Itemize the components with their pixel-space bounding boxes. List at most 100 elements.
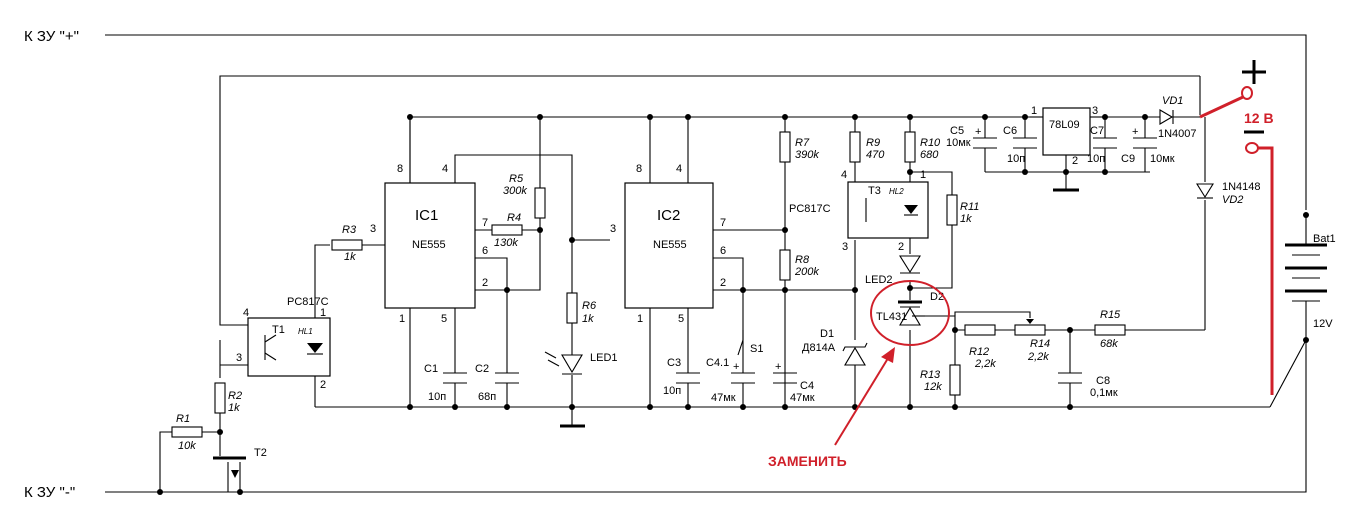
c7-value: 10п <box>1087 153 1105 165</box>
hl2-label: HL2 <box>889 187 904 196</box>
r7-label: R7 <box>795 137 810 149</box>
c1-value: 10п <box>428 391 446 403</box>
diode-vd2: 1N4148 VD2 <box>1196 181 1261 206</box>
c3-value: 10п <box>663 385 681 397</box>
pin-label: 4 <box>676 163 682 175</box>
outer-rails <box>105 34 1307 493</box>
battery-value: 12V <box>1313 318 1333 330</box>
pin-label: 2 <box>720 277 726 289</box>
r10-value: 680 <box>920 149 939 161</box>
r6-value: 1k <box>582 313 594 325</box>
transistor-t2: T2 <box>213 447 267 478</box>
r4-label: R4 <box>507 212 521 224</box>
r2-value: 1k <box>228 402 240 414</box>
pin-label: 4 <box>442 163 448 175</box>
c8-value: 0,1мк <box>1090 387 1118 399</box>
r2-label: R2 <box>228 390 242 402</box>
pin-label: 6 <box>482 245 488 257</box>
voltage-note: 12 В <box>1244 110 1274 126</box>
c41-label: C4.1 <box>706 357 729 369</box>
optocoupler-1: PC817C T1 HL1 4 1 3 2 <box>236 296 331 391</box>
pin-label: 3 <box>236 352 242 364</box>
pin-label: 7 <box>720 217 726 229</box>
r7-value: 390k <box>795 149 819 161</box>
c5-label: C5 <box>950 125 964 137</box>
battery-label: Bat1 <box>1313 233 1336 245</box>
ic2: IC2 NE555 8 4 3 7 6 2 1 5 <box>610 163 726 325</box>
pin-label: 2 <box>898 241 904 253</box>
r12-symbol <box>964 324 996 336</box>
c41-value: 47мк <box>711 392 736 404</box>
optocoupler-2: PC817C T3 HL2 4 1 3 2 <box>789 169 929 253</box>
junctions <box>157 114 1309 495</box>
pin-label: 1 <box>920 169 926 181</box>
r12-value: 2,2k <box>974 358 996 370</box>
diode-vd1: VD1 1N4007 <box>1158 95 1200 140</box>
s1-label: S1 <box>750 343 763 355</box>
vd1-label: VD1 <box>1162 95 1183 107</box>
pin-label: 2 <box>1072 155 1078 167</box>
pin-label: 7 <box>482 217 488 229</box>
pin-label: 3 <box>842 241 848 253</box>
pin-label: 2 <box>320 379 326 391</box>
r12-label: R12 <box>969 346 989 358</box>
r8-value: 200k <box>794 266 819 278</box>
c6-value: 10п <box>1007 153 1025 165</box>
switch-s1: S1 <box>737 330 763 356</box>
zener-d1: D1 Д814А <box>802 328 868 366</box>
r3-symbol <box>331 239 363 251</box>
plus-sign: + <box>1132 126 1138 138</box>
pin-label: 5 <box>441 313 447 325</box>
t3-label: T3 <box>868 185 881 197</box>
r5-symbol <box>534 187 546 219</box>
t1-label: T1 <box>272 324 285 336</box>
ic2-type: NE555 <box>653 239 687 251</box>
r3-value: 1k <box>344 251 356 263</box>
t2-label: T2 <box>254 447 267 459</box>
c2-value: 68п <box>478 391 496 403</box>
r15-symbol <box>1094 324 1126 336</box>
plus-sign: + <box>775 361 781 373</box>
regulator-78l09: 78L09 1 2 3 <box>1031 105 1098 167</box>
led1-label: LED1 <box>590 352 618 364</box>
pin-label: 1 <box>399 313 405 325</box>
vr-label: 78L09 <box>1049 119 1080 131</box>
r15-value: 68k <box>1100 338 1118 350</box>
label-zu-plus: К ЗУ "+" <box>24 28 79 45</box>
r9-value: 470 <box>866 149 885 161</box>
r3-label: R3 <box>342 224 357 236</box>
vd1-value: 1N4007 <box>1158 128 1197 140</box>
pin-label: 8 <box>636 163 642 175</box>
r1-symbol <box>171 426 203 438</box>
r15-label: R15 <box>1100 309 1121 321</box>
r4-symbol <box>491 224 523 236</box>
r8-label: R8 <box>795 254 810 266</box>
opt1-type: PC817C <box>287 296 329 308</box>
r2-symbol <box>214 382 226 414</box>
wiring <box>159 75 1307 492</box>
hl1-label: HL1 <box>298 327 313 336</box>
replace-note: ЗАМЕНИТЬ <box>768 453 847 469</box>
pin-label: 5 <box>678 313 684 325</box>
vd2-value: 1N4148 <box>1222 181 1261 193</box>
r11-label: R11 <box>960 201 979 213</box>
r4-value: 130k <box>494 237 518 249</box>
plus-sign: + <box>975 126 981 138</box>
r14-symbol <box>1014 324 1046 336</box>
pin-label: 3 <box>610 223 616 235</box>
pin-label: 4 <box>841 169 847 181</box>
tl431-label: TL431 <box>876 311 907 323</box>
led2-label: LED2 <box>865 274 893 286</box>
pin-label: 1 <box>637 313 643 325</box>
pin-label: 6 <box>720 245 726 257</box>
pin-label: 3 <box>370 223 376 235</box>
r10-symbol <box>904 131 916 163</box>
pin-label: 2 <box>482 277 488 289</box>
c7-label: C7 <box>1090 125 1104 137</box>
r13-value: 12k <box>924 381 942 393</box>
ic1-type: NE555 <box>412 239 446 251</box>
d1-value: Д814А <box>802 342 836 354</box>
vd2-label: VD2 <box>1222 194 1243 206</box>
r6-label: R6 <box>582 300 597 312</box>
